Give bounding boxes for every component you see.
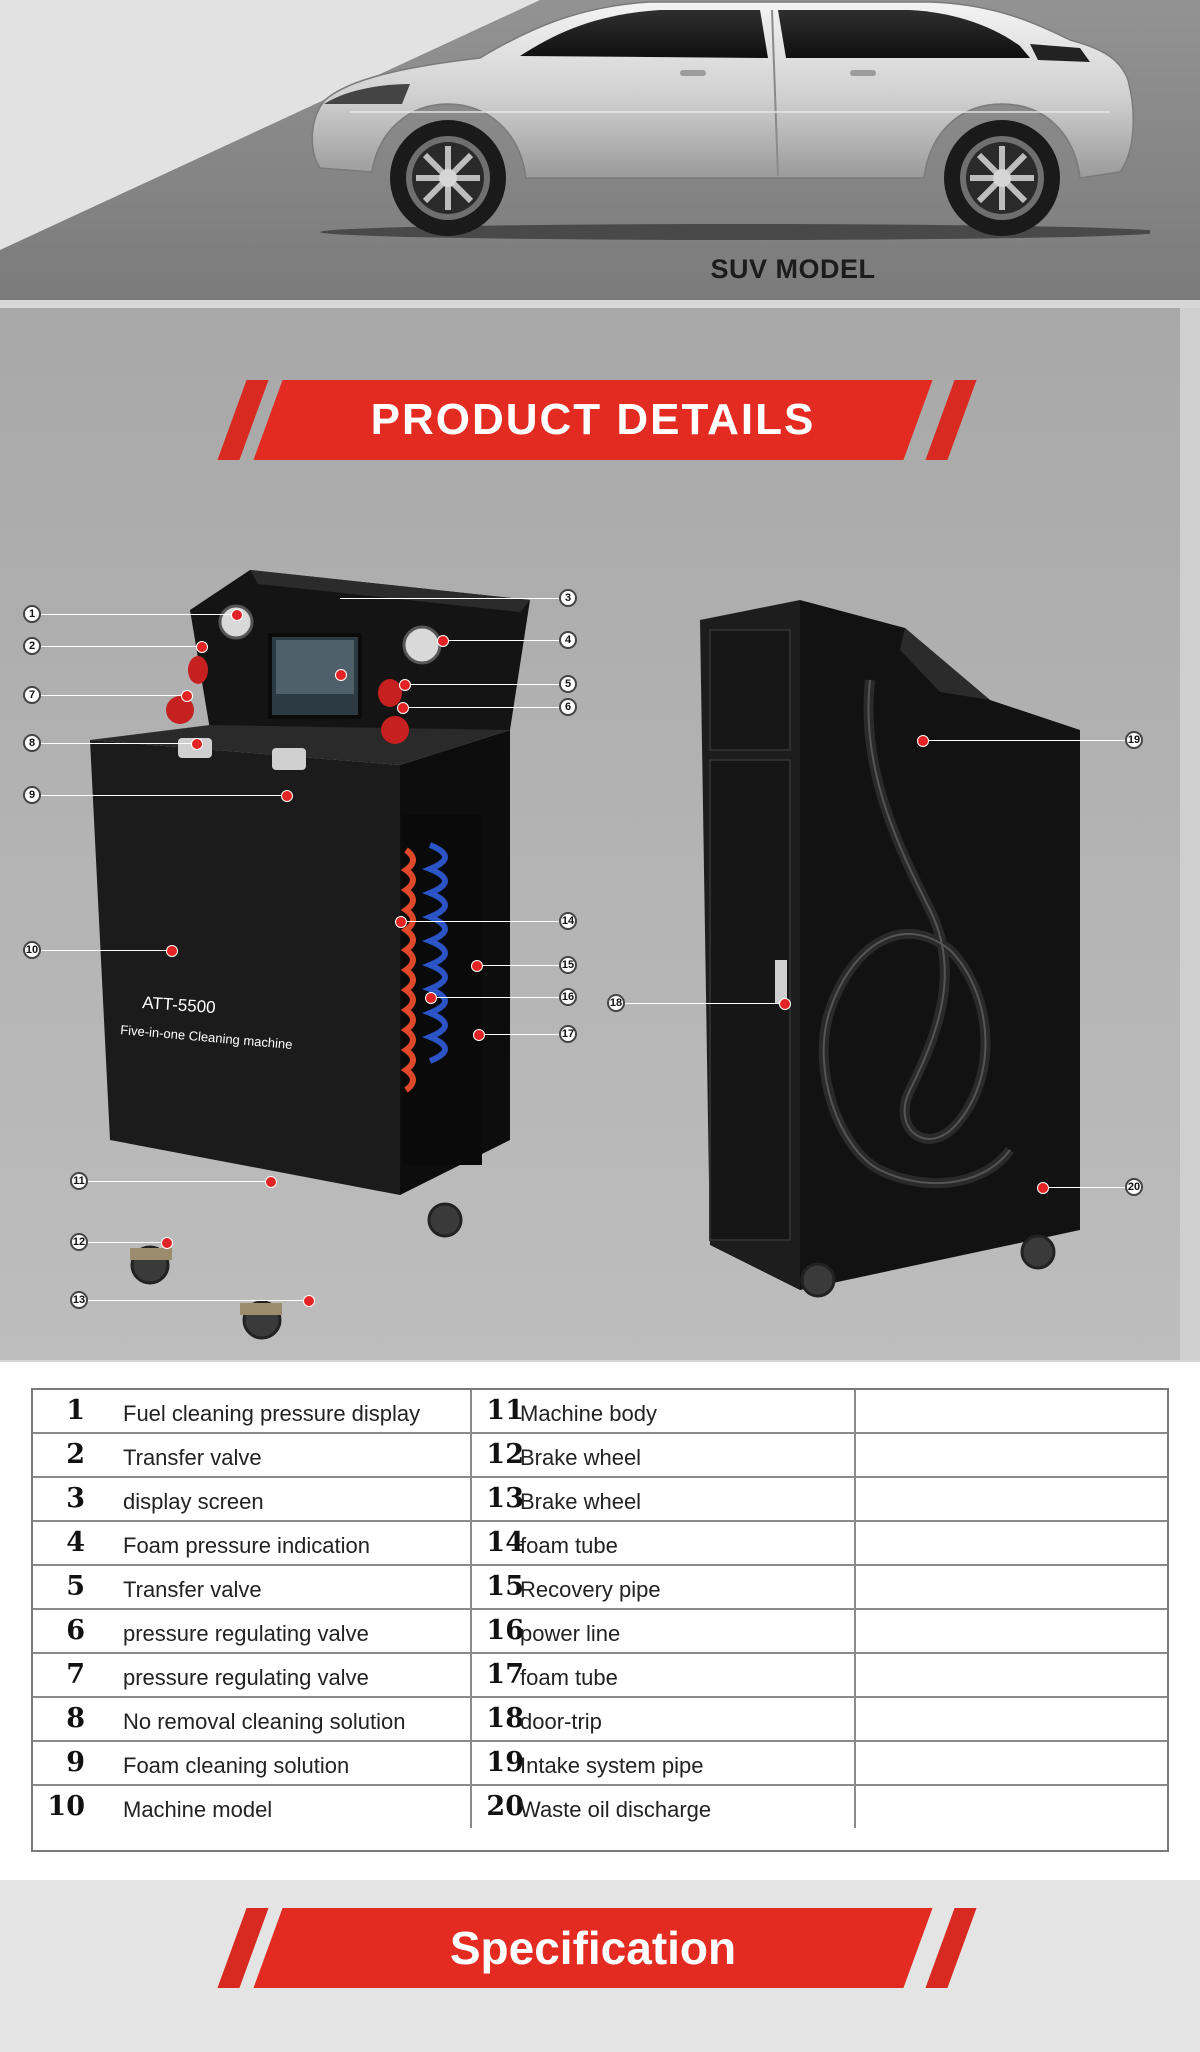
part-label: power line — [520, 1621, 621, 1646]
part-number: 6 — [66, 1615, 85, 1646]
part-number: 13 — [486, 1483, 524, 1514]
callout-15: 15 — [559, 956, 577, 974]
callout-6: 6 — [559, 698, 577, 716]
part-number: 15 — [486, 1571, 524, 1602]
callout-14: 14 — [559, 912, 577, 930]
part-label: Transfer valve — [123, 1577, 262, 1602]
table-row: 9 Foam cleaning solution 19 Intake syste… — [33, 1742, 1167, 1786]
part-number: 5 — [66, 1571, 85, 1602]
table-row: 4 Foam pressure indication 14 foam tube — [33, 1522, 1167, 1566]
callout-17: 17 — [559, 1025, 577, 1043]
machine-back-view — [700, 600, 1080, 1298]
suv-hero: SUV MODEL — [0, 0, 1200, 300]
part-number: 9 — [66, 1747, 85, 1778]
part-label: foam tube — [520, 1665, 618, 1690]
product-details-banner: PRODUCT DETAILS — [217, 380, 978, 460]
table-row: 5 Transfer valve 15 Recovery pipe — [33, 1566, 1167, 1610]
callout-16: 16 — [559, 988, 577, 1006]
callout-18: 18 — [607, 994, 625, 1012]
part-number: 1 — [66, 1395, 85, 1426]
callout-1: 1 — [23, 605, 41, 623]
table-row: 8 No removal cleaning solution 18 door-t… — [33, 1698, 1167, 1742]
suv-car-illustration — [311, 1, 1150, 240]
part-label: Brake wheel — [520, 1489, 642, 1514]
part-number: 2 — [66, 1439, 85, 1470]
callout-4: 4 — [559, 631, 577, 649]
part-number: 7 — [66, 1659, 85, 1690]
part-number: 17 — [486, 1659, 524, 1690]
part-number: 3 — [66, 1483, 85, 1514]
part-number: 14 — [486, 1527, 524, 1558]
part-label: pressure regulating valve — [123, 1621, 369, 1646]
part-label: Fuel cleaning pressure display — [123, 1401, 421, 1426]
part-label: Machine model — [123, 1797, 273, 1822]
callout-19: 19 — [1125, 731, 1143, 749]
callout-9: 9 — [23, 786, 41, 804]
callout-3: 3 — [559, 589, 577, 607]
part-label: pressure regulating valve — [123, 1665, 369, 1690]
table-row: 6 pressure regulating valve 16 power lin… — [33, 1610, 1167, 1654]
product-details-section: PRODUCT DETAILS ATT-5500 Five-in-one Cle… — [0, 300, 1200, 1362]
specification-title: Specification — [449, 1922, 737, 1974]
callout-12: 12 — [70, 1233, 88, 1251]
machine-front-view: ATT-5500 Five-in-one Cleaning machine — [90, 570, 530, 1340]
hero-model-label: SUV MODEL — [710, 254, 876, 284]
table-row: 1 Fuel cleaning pressure display 11 Mach… — [33, 1390, 1167, 1434]
callout-11: 11 — [70, 1172, 88, 1190]
part-number: 8 — [66, 1703, 85, 1734]
part-number: 12 — [486, 1439, 524, 1470]
part-number: 18 — [486, 1703, 524, 1734]
part-label: Foam cleaning solution — [123, 1753, 350, 1778]
table-row: 3 display screen 13 Brake wheel — [33, 1478, 1167, 1522]
specification-banner: Specification — [217, 1908, 978, 1988]
part-number: 10 — [47, 1791, 85, 1822]
part-label: Recovery pipe — [520, 1577, 661, 1602]
callout-20: 20 — [1125, 1178, 1143, 1196]
part-number: 4 — [66, 1527, 85, 1558]
part-number: 16 — [486, 1615, 524, 1646]
product-details-title: PRODUCT DETAILS — [370, 395, 816, 444]
callout-8: 8 — [23, 734, 41, 752]
part-label: No removal cleaning solution — [123, 1709, 406, 1734]
part-number: 19 — [486, 1747, 524, 1778]
part-number: 11 — [486, 1395, 524, 1426]
parts-table: 1 Fuel cleaning pressure display 11 Mach… — [31, 1388, 1169, 1852]
specification-section: Specification — [0, 1880, 1200, 2052]
part-label: Machine body — [520, 1401, 657, 1426]
part-label: Waste oil discharge — [520, 1797, 712, 1822]
part-label: Foam pressure indication — [123, 1533, 371, 1558]
callout-7: 7 — [23, 686, 41, 704]
callout-10: 10 — [23, 941, 41, 959]
table-row: 10 Machine model 20 Waste oil discharge — [33, 1786, 1167, 1830]
callout-5: 5 — [559, 675, 577, 693]
part-label: door-trip — [520, 1709, 602, 1734]
part-label: Intake system pipe — [520, 1753, 704, 1778]
part-label: foam tube — [520, 1533, 618, 1558]
part-label: display screen — [123, 1489, 264, 1514]
part-number: 20 — [486, 1791, 524, 1822]
callout-13: 13 — [70, 1291, 88, 1309]
part-label: Transfer valve — [123, 1445, 262, 1470]
table-row: 7 pressure regulating valve 17 foam tube — [33, 1654, 1167, 1698]
part-label: Brake wheel — [520, 1445, 642, 1470]
callout-2: 2 — [23, 637, 41, 655]
table-row: 2 Transfer valve 12 Brake wheel — [33, 1434, 1167, 1478]
